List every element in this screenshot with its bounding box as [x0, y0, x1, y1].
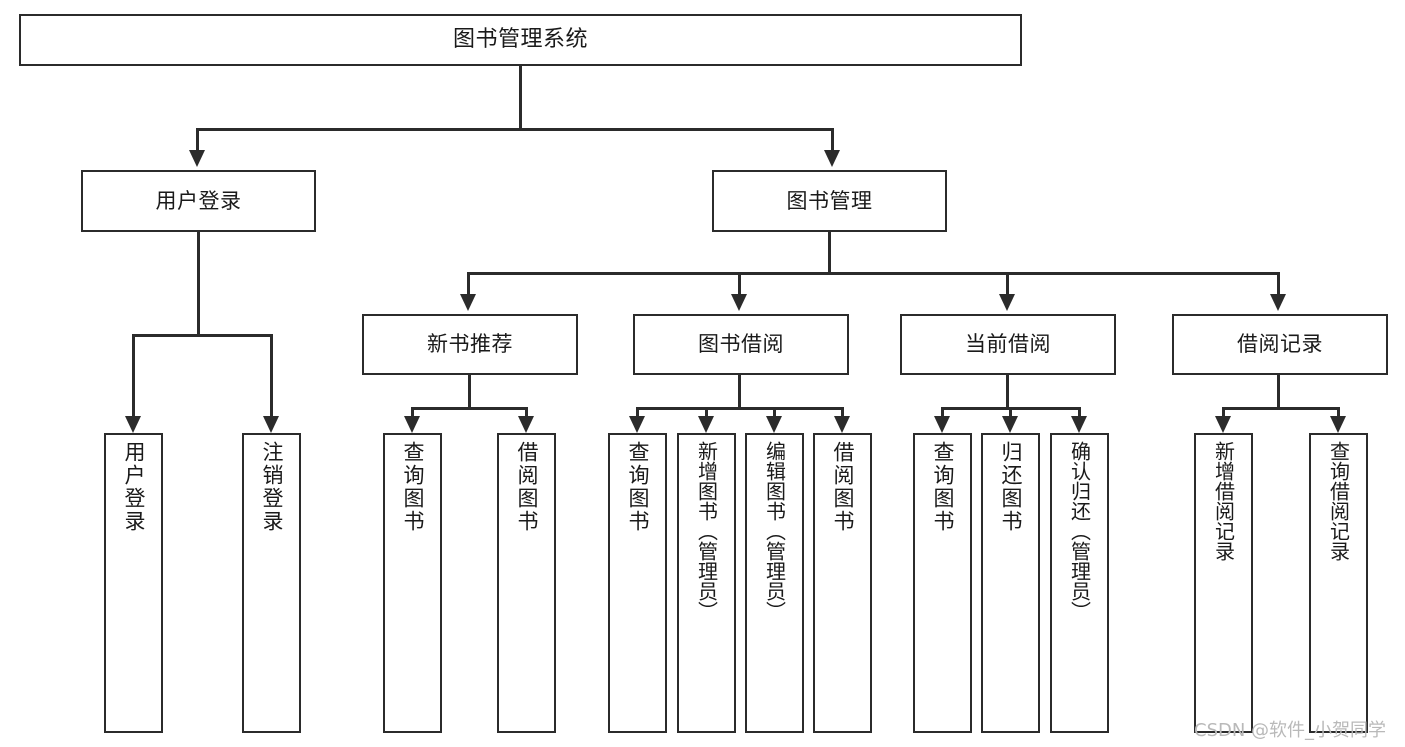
connector-root-to-book-manage — [831, 128, 834, 150]
arrow-book-manage-to-borrow-record — [1270, 294, 1286, 311]
arrow-book-borrow-leaf-2 — [698, 416, 714, 433]
node-book-borrow[interactable]: 图书借阅 — [633, 314, 849, 375]
node-current-borrow[interactable]: 当前借阅 — [900, 314, 1116, 375]
node-label: 查询图书 — [931, 441, 955, 533]
connector-new-book-bar — [411, 407, 527, 410]
arrow-book-borrow-leaf-1 — [629, 416, 645, 433]
connector-book-manage-drop-2 — [738, 272, 741, 294]
connector-new-book-drop-1 — [411, 407, 414, 416]
connector-book-borrow-drop-3 — [773, 407, 776, 416]
node-label: 编辑图书（管理员） — [762, 441, 787, 621]
connector-book-manage-drop-1 — [467, 272, 470, 294]
node-label: 借阅图书 — [515, 441, 539, 533]
node-label: 新增借阅记录 — [1211, 441, 1236, 561]
node-label: 确认归还（管理员） — [1067, 441, 1092, 621]
arrow-book-manage-to-book-borrow — [731, 294, 747, 311]
connector-borrow-record-drop-2 — [1337, 407, 1340, 416]
connector-borrow-record-stem — [1277, 375, 1280, 409]
arrow-book-manage-to-new-book — [460, 294, 476, 311]
node-leaf-borrow-book[interactable]: 借阅图书 — [813, 433, 872, 733]
connector-root-to-user-login — [196, 128, 199, 150]
connector-current-borrow-stem — [1006, 375, 1009, 409]
connector-book-borrow-drop-1 — [636, 407, 639, 416]
arrow-borrow-record-leaf-1 — [1215, 416, 1231, 433]
node-borrow-record[interactable]: 借阅记录 — [1172, 314, 1388, 375]
connector-root-bar — [196, 128, 833, 131]
connector-user-login-stem — [197, 232, 200, 336]
node-leaf-query-book-recommend[interactable]: 查询图书 — [383, 433, 442, 733]
node-label: 图书管理系统 — [452, 27, 588, 53]
connector-new-book-drop-2 — [525, 407, 528, 416]
arrow-user-login-leaf-2 — [263, 416, 279, 433]
connector-book-borrow-stem — [738, 375, 741, 409]
connector-book-borrow-bar — [636, 407, 843, 410]
connector-borrow-record-drop-1 — [1222, 407, 1225, 416]
node-leaf-borrow-book-recommend[interactable]: 借阅图书 — [497, 433, 556, 733]
arrow-book-manage-to-current-borrow — [999, 294, 1015, 311]
connector-root-stem — [519, 65, 522, 129]
arrow-new-book-leaf-2 — [518, 416, 534, 433]
arrow-current-borrow-leaf-2 — [1002, 416, 1018, 433]
node-leaf-add-book-admin[interactable]: 新增图书（管理员） — [677, 433, 736, 733]
node-leaf-add-borrow-record[interactable]: 新增借阅记录 — [1194, 433, 1253, 733]
node-leaf-query-book-current[interactable]: 查询图书 — [913, 433, 972, 733]
node-leaf-query-borrow-record[interactable]: 查询借阅记录 — [1309, 433, 1368, 733]
node-label: 查询图书 — [626, 441, 650, 533]
connector-book-manage-stem — [828, 232, 831, 274]
arrow-borrow-record-leaf-2 — [1330, 416, 1346, 433]
node-leaf-edit-book-admin[interactable]: 编辑图书（管理员） — [745, 433, 804, 733]
connector-current-borrow-drop-3 — [1078, 407, 1081, 416]
connector-book-manage-bar — [467, 272, 1280, 275]
node-book-management[interactable]: 图书管理 — [712, 170, 947, 232]
connector-user-login-bar — [132, 334, 272, 337]
node-label: 借阅图书 — [831, 441, 855, 533]
node-new-book-recommend[interactable]: 新书推荐 — [362, 314, 578, 375]
connector-user-login-drop-2 — [270, 334, 273, 416]
connector-borrow-record-bar — [1222, 407, 1339, 410]
arrow-current-borrow-leaf-3 — [1071, 416, 1087, 433]
arrow-user-login-leaf-1 — [125, 416, 141, 433]
node-root-book-management-system[interactable]: 图书管理系统 — [19, 14, 1022, 66]
connector-new-book-stem — [468, 375, 471, 409]
node-leaf-query-book-borrow[interactable]: 查询图书 — [608, 433, 667, 733]
connector-current-borrow-drop-1 — [941, 407, 944, 416]
node-leaf-user-login[interactable]: 用户登录 — [104, 433, 163, 733]
node-label: 查询图书 — [401, 441, 425, 533]
arrow-root-to-book-manage — [824, 150, 840, 167]
arrow-new-book-leaf-1 — [404, 416, 420, 433]
connector-user-login-drop-1 — [132, 334, 135, 416]
connector-current-borrow-drop-2 — [1009, 407, 1012, 416]
connector-book-borrow-drop-4 — [841, 407, 844, 416]
node-label: 图书借阅 — [698, 332, 784, 357]
connector-book-manage-drop-3 — [1006, 272, 1009, 294]
node-label: 新增图书（管理员） — [694, 441, 719, 621]
node-label: 借阅记录 — [1237, 332, 1323, 357]
node-label: 当前借阅 — [965, 332, 1051, 357]
node-label: 查询借阅记录 — [1326, 441, 1351, 561]
node-label: 新书推荐 — [427, 332, 513, 357]
arrow-root-to-user-login — [189, 150, 205, 167]
node-leaf-return-book[interactable]: 归还图书 — [981, 433, 1040, 733]
node-leaf-logout[interactable]: 注销登录 — [242, 433, 301, 733]
csdn-watermark: CSDN @软件_小贺同学 — [1194, 720, 1387, 741]
connector-book-borrow-drop-2 — [705, 407, 708, 416]
node-leaf-confirm-return-admin[interactable]: 确认归还（管理员） — [1050, 433, 1109, 733]
connector-book-manage-drop-4 — [1277, 272, 1280, 294]
arrow-current-borrow-leaf-1 — [934, 416, 950, 433]
arrow-book-borrow-leaf-3 — [766, 416, 782, 433]
node-label: 用户登录 — [155, 188, 242, 213]
arrow-book-borrow-leaf-4 — [834, 416, 850, 433]
node-label: 图书管理 — [786, 188, 873, 213]
node-label: 用户登录 — [122, 441, 146, 533]
node-label: 注销登录 — [260, 441, 284, 533]
node-user-login[interactable]: 用户登录 — [81, 170, 316, 232]
node-label: 归还图书 — [999, 441, 1023, 533]
